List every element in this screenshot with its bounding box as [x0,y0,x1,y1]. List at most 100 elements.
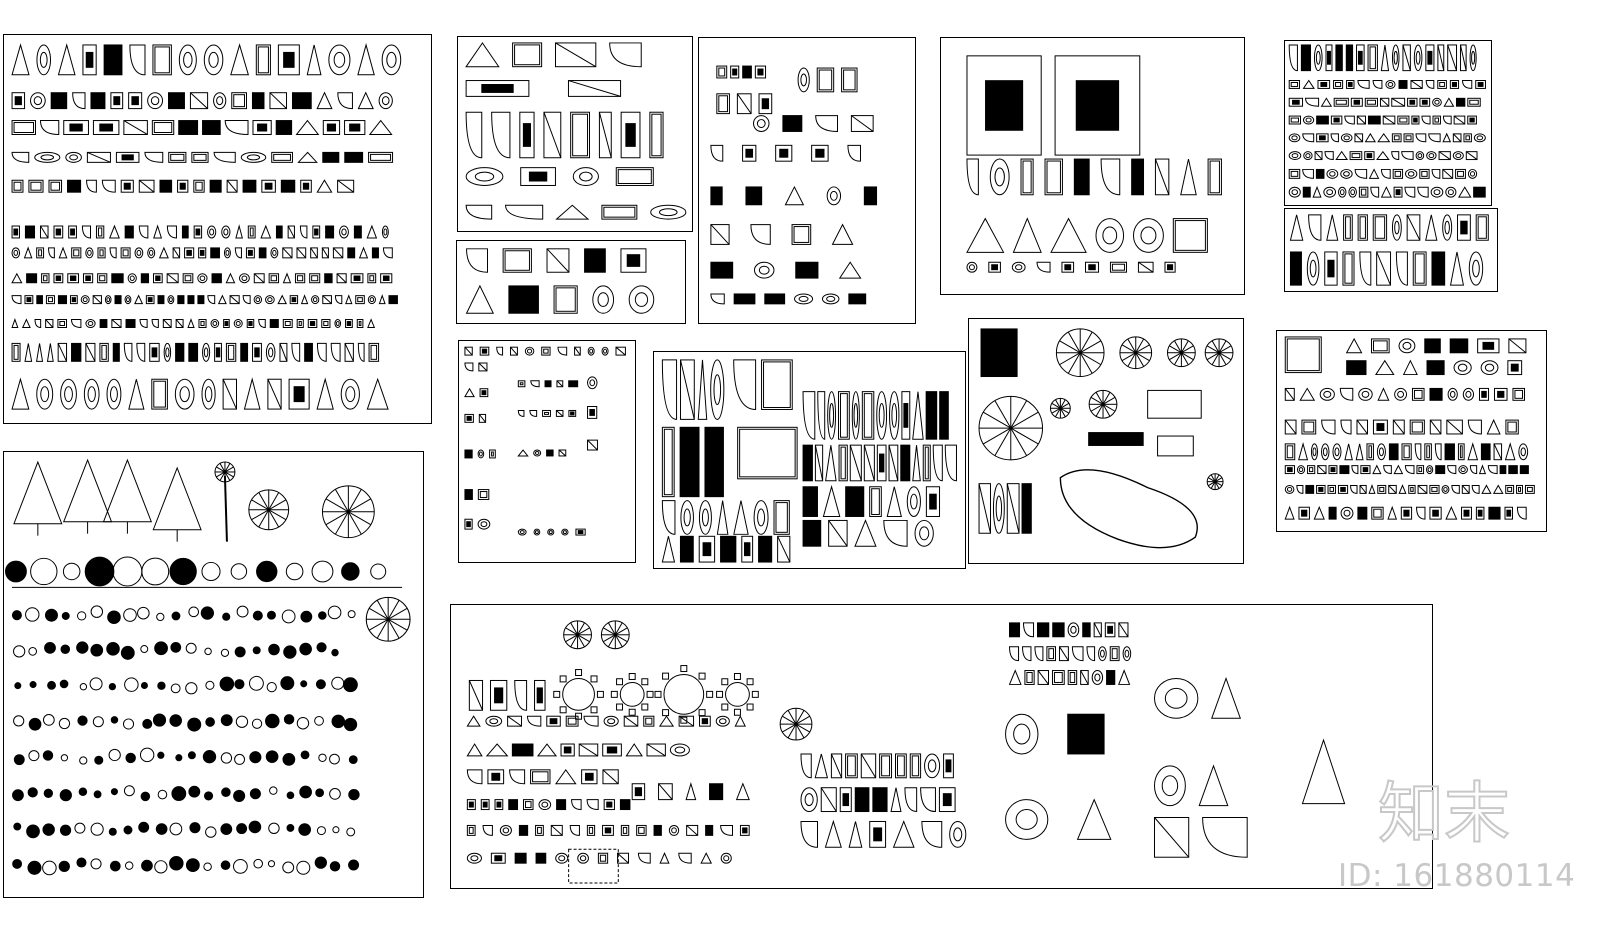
cad-symbol [294,273,306,284]
pool-rect [1147,389,1202,419]
plant-plan [234,646,246,658]
cad-symbol [162,319,172,328]
cad-symbol [1368,483,1376,494]
cad-symbol [36,378,54,410]
chair [596,690,604,698]
cad-symbol [587,439,598,451]
cad-symbol [597,852,609,864]
cad-symbol [802,444,813,482]
cad-symbol [601,204,638,220]
plant-plan [108,827,117,836]
cad-symbol [368,119,393,135]
cad-symbol [344,120,366,135]
plant-plan [157,681,166,690]
cad-symbol [1052,622,1065,638]
cad-symbol [235,224,243,239]
plant-plan [222,612,231,621]
cad-symbol [1319,387,1335,401]
plant-plan [141,859,153,872]
plant-plan [74,822,86,834]
cad-symbol [710,359,725,420]
cad-symbol [820,787,837,813]
plant-plan [332,826,340,834]
cad-symbol [938,787,956,813]
cad-symbol [485,715,503,727]
cad-symbol [163,342,172,362]
cad-symbol [1457,443,1465,461]
cad-symbol [1428,133,1441,143]
cad-symbol [1307,465,1316,475]
cad-symbol [699,715,711,727]
shrub-elevation [141,557,170,586]
cad-symbol [466,248,488,273]
cad-symbol [1044,158,1063,196]
cad-symbol [914,519,934,547]
plant-plan [59,789,72,802]
plant-plan [120,645,135,660]
cad-symbol [48,179,63,193]
plant-plan [220,648,230,657]
cad-symbol [367,318,376,328]
cad-symbol [1425,214,1438,241]
cad-symbol [86,151,111,163]
plant-plan [316,826,326,836]
cad-symbol [1477,338,1500,354]
cad-symbol [277,44,300,76]
chair [628,708,636,716]
cad-symbol [478,413,487,423]
cad-symbol [242,295,251,305]
cad-symbol [1080,670,1089,685]
cad-symbol [85,247,94,259]
cad-symbol [1447,44,1458,72]
plant-plan [124,861,134,870]
cad-symbol [1326,214,1339,241]
plant-plan [25,607,40,622]
plant-plan [315,788,325,798]
ornaments-pool-drawing [978,328,1234,549]
plant-plan [327,605,342,620]
cad-symbol [529,409,538,417]
plant-plan [28,750,40,762]
cad-symbol [1050,217,1087,253]
cad-symbol [1379,97,1390,107]
cad-symbol [41,273,50,284]
cad-symbol [615,346,626,356]
cad-symbol [831,223,854,245]
cad-symbol [775,144,793,162]
cad-symbol [753,500,769,535]
cad-symbol [1337,484,1349,494]
cad-symbol [1340,419,1352,435]
cad-symbol [1432,97,1442,107]
cad-symbol [1417,484,1428,494]
chair [575,669,583,676]
cad-symbol [366,224,378,239]
cad-symbol [733,500,749,535]
cad-symbol [127,273,137,284]
cad-symbol [1424,443,1432,461]
plant-plan [152,713,167,727]
cad-symbol [234,247,242,259]
plant-plan [123,825,133,835]
cad-symbol [1325,44,1333,72]
electrical-symbols-drawing [464,346,626,536]
cad-symbol [541,346,551,356]
chair [641,678,649,686]
plant-plan [318,611,327,620]
cad-symbol [1131,158,1145,196]
cad-symbol [1086,646,1096,662]
plant-plan [124,677,139,692]
cad-symbol [494,799,504,811]
cad-symbol [1051,670,1065,685]
cad-symbol [181,225,189,239]
plant-plan [43,788,54,799]
cad-symbol [1406,214,1421,241]
cad-symbol [11,43,30,76]
cad-symbol [735,782,750,801]
cad-symbol [353,225,362,239]
cad-symbol [1333,97,1349,107]
cad-symbol [269,319,279,328]
cad-symbol [546,248,570,273]
plant-plan [59,824,72,836]
cad-symbol [1404,465,1415,475]
cad-symbol [1410,80,1423,89]
